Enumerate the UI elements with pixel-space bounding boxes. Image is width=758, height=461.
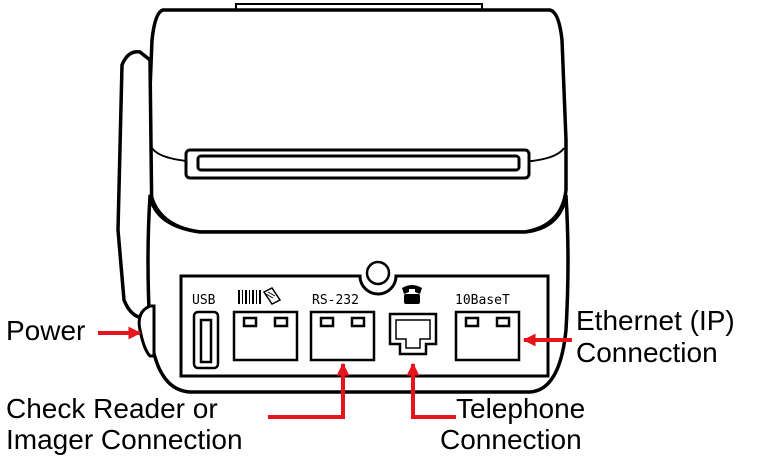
power-switch [137,304,156,358]
mount-screw [365,260,391,286]
power-callout: Power [6,315,86,346]
check-reader-callout-line1: Check Reader or [6,393,218,424]
usb-port [192,310,220,370]
usb-label: USB [192,293,216,308]
device-top-section [146,8,568,234]
telephone-port [388,312,438,356]
rs232-port [309,310,376,362]
paper-slot [184,148,531,180]
telephone-arrow [406,362,456,419]
telephone-callout-line1: Telephone [456,393,586,424]
telephone-icon [402,285,422,304]
ethernet-port [454,310,521,362]
ethernet-callout-line2: Connection [576,337,718,368]
ethernet-label: 10BaseT [455,293,510,308]
check-reader-arrow [268,362,350,419]
telephone-callout-line2: Connection [440,424,582,455]
barcode-check-icon [238,287,282,305]
callout-arrows [98,326,572,419]
rs232-label: RS-232 [312,293,359,308]
check-reader-callout-line2: Imager Connection [6,424,243,455]
ethernet-callout-line1: Ethernet (IP) [576,305,735,336]
check-reader-port [232,310,299,362]
